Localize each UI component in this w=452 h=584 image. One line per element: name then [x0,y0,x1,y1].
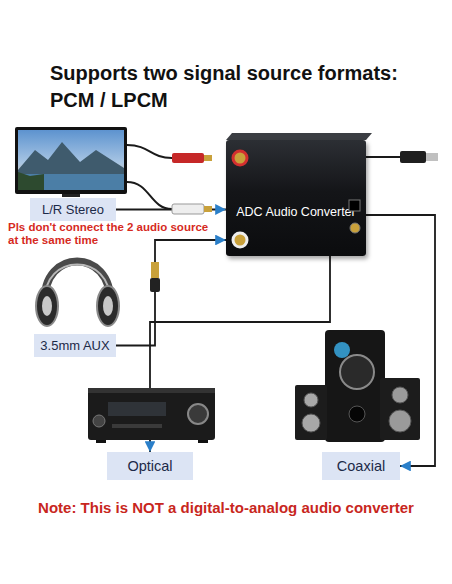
headphone-band [45,262,110,303]
rca-cable [127,182,172,209]
satellite-speaker [380,378,420,440]
node-text: ADC Audio Converter [236,205,356,219]
speaker-cone [389,410,411,432]
speaker-cone [392,387,408,403]
satellite-speaker [295,385,327,440]
rca-plug-white [172,204,204,214]
usb-connector [426,153,438,161]
node-text: Coaxial [337,458,385,474]
ear-cup-detail [103,296,113,316]
speaker-cone [302,414,320,432]
rca-plug-red [172,153,204,163]
tv-mountains [18,142,124,176]
usb-cable [366,156,400,158]
cable-connector [116,240,226,346]
tv-stand [62,194,80,197]
cable-connector [116,209,226,211]
cable-connector [150,256,330,452]
receiver-knob [188,404,208,424]
rca-jack [233,151,247,165]
optical-port [349,200,360,211]
warning-note: Pls don't connect the 2 audio source at … [8,221,214,247]
speaker-light [334,342,350,358]
rca-plug-tip [204,206,212,212]
aux-plug-tip [151,262,159,278]
receiver-display [108,402,166,416]
rca-jack [233,233,247,247]
title: Supports two signal source formats: PCM … [50,60,422,114]
receiver-foot [198,440,208,443]
source-label: 3.5mm AUX [34,334,116,357]
subwoofer [325,330,385,442]
ear-cup [36,286,58,326]
speaker-cone [340,355,374,389]
tv-lake [18,174,124,190]
tv-frame [15,127,127,194]
node-text: 3.5mm AUX [40,338,109,353]
coaxial-port [350,223,360,233]
output-label: Coaxial [322,452,400,480]
receiver-buttons [112,424,162,428]
converter-top [226,133,372,140]
converter-box: ADC Audio Converter [226,140,366,256]
caption-note: Note: This is NOT a digital-to-analog au… [0,499,452,516]
rca-plug-tip [204,155,212,161]
receiver-knob [93,415,105,427]
source-label: L/R Stereo [30,198,116,221]
node-text: L/R Stereo [42,202,104,217]
tv-trees [18,172,44,190]
speaker-cone [304,393,318,407]
ear-cup-detail [42,296,52,316]
aux-plug-body [150,278,160,292]
speaker-port [349,406,365,422]
receiver-foot [96,440,106,443]
receiver-top [88,388,215,393]
usb-plug [400,151,426,163]
node-text: Optical [127,458,172,474]
cable-connector [366,215,435,466]
rca-cable [127,145,172,158]
tv-screen [18,130,124,190]
av-receiver [88,388,215,440]
ear-cup [97,286,119,326]
output-label: Optical [107,452,193,480]
headphone-band-highlight [45,265,110,303]
